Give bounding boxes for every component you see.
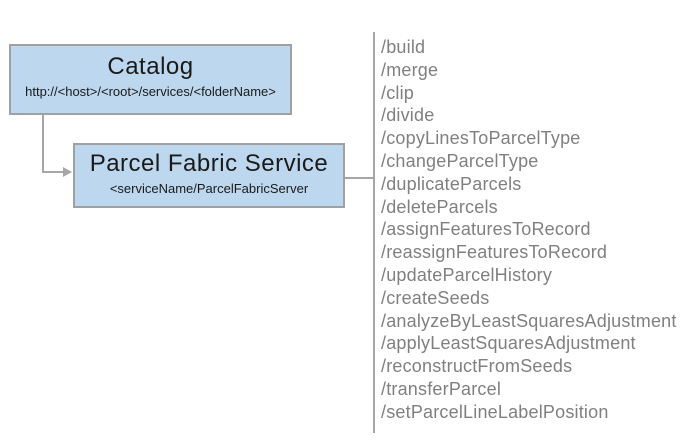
- service-title: Parcel Fabric Service: [89, 150, 329, 177]
- operation-item: /createSeeds: [381, 287, 490, 308]
- operation-item: /copyLinesToParcelType: [381, 128, 581, 149]
- connector-arrowhead-icon: [63, 167, 72, 177]
- operation-item: /assignFeaturesToRecord: [381, 219, 591, 240]
- operation-item: /changeParcelType: [381, 150, 539, 171]
- operation-item: /duplicateParcels: [381, 173, 522, 194]
- catalog-title: Catalog: [107, 53, 194, 80]
- parcel-fabric-service-node: Parcel Fabric Service <serviceName/Parce…: [73, 143, 345, 208]
- operations-list: /build /merge /clip /divide /copyLinesTo…: [381, 36, 677, 424]
- connector-catalog-vertical-line: [42, 114, 44, 172]
- operation-item: /clip: [381, 82, 415, 103]
- operation-item: /applyLeastSquaresAdjustment: [381, 333, 636, 354]
- operation-item: /deleteParcels: [381, 196, 498, 217]
- operation-item: /analyzeByLeastSquaresAdjustment: [381, 310, 677, 331]
- operations-divider-line: [373, 32, 375, 433]
- operation-item: /build: [381, 37, 426, 57]
- operation-item: /reconstructFromSeeds: [381, 356, 573, 377]
- connector-catalog-horizontal-line: [42, 171, 64, 173]
- operation-item: /reassignFeaturesToRecord: [381, 242, 608, 263]
- catalog-url-template: http://<host>/<root>/services/<folderNam…: [25, 84, 276, 99]
- operation-item: /merge: [381, 59, 439, 80]
- catalog-node: Catalog http://<host>/<root>/services/<f…: [9, 44, 292, 115]
- service-url-template: <serviceName/ParcelFabricServer: [109, 181, 309, 196]
- operation-item: /divide: [381, 105, 435, 126]
- connector-service-to-operations-line: [345, 177, 374, 179]
- operation-item: /transferParcel: [381, 378, 502, 399]
- operation-item: /setParcelLineLabelPosition: [381, 401, 609, 422]
- operation-item: /updateParcelHistory: [381, 264, 553, 285]
